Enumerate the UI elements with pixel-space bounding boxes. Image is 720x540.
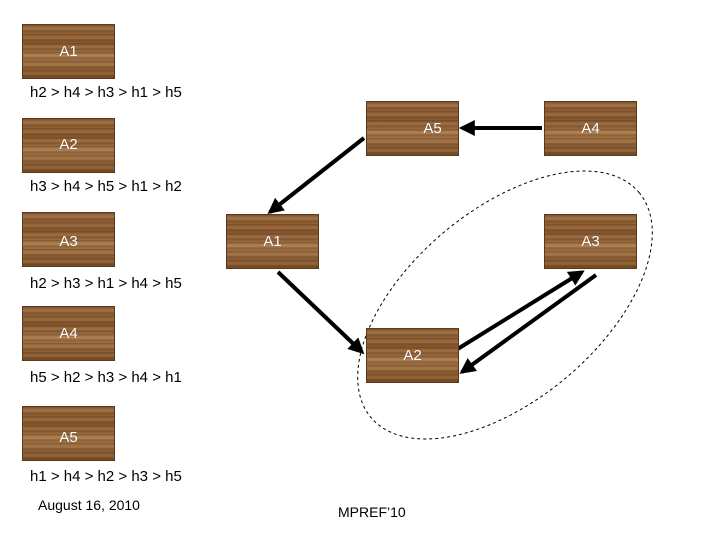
agent-label: A4 — [59, 325, 78, 342]
node-label: A4 — [581, 120, 600, 137]
arrow-a2-to-a3 — [454, 270, 585, 352]
arrow-a5-to-a1 — [267, 136, 366, 214]
node-a4: A4 — [544, 101, 637, 156]
agent-box-a1: A1 — [22, 24, 115, 79]
arrow-a3-to-a2 — [459, 273, 598, 374]
cycle-ellipse — [357, 170, 653, 440]
arrow-a1-to-a2 — [276, 270, 365, 355]
agent-preference-a2: h3 > h4 > h5 > h1 > h2 — [30, 178, 182, 195]
agent-label: A1 — [59, 43, 78, 60]
node-a2: A2 — [366, 328, 459, 383]
footer-event: MPREF’10 — [338, 504, 406, 520]
agent-box-a3: A3 — [22, 212, 115, 267]
agent-preference-a1: h2 > h4 > h3 > h1 > h5 — [30, 84, 182, 101]
agent-label: A5 — [59, 429, 78, 446]
node-label: A5 — [423, 120, 442, 137]
agent-label: A2 — [59, 136, 78, 153]
node-label: A3 — [581, 233, 600, 250]
node-a1: A1 — [226, 214, 319, 269]
node-label: A1 — [263, 233, 282, 250]
node-a5: A5 — [366, 101, 459, 156]
agent-preference-a4: h5 > h2 > h3 > h4 > h1 — [30, 369, 182, 386]
agent-preference-a5: h1 > h4 > h2 > h3 > h5 — [30, 468, 182, 485]
agent-box-a5: A5 — [22, 406, 115, 461]
node-a3: A3 — [544, 214, 637, 269]
agent-box-a4: A4 — [22, 306, 115, 361]
agent-preference-a3: h2 > h3 > h1 > h4 > h5 — [30, 275, 182, 292]
agent-box-a2: A2 — [22, 118, 115, 173]
node-label: A2 — [403, 347, 422, 364]
footer-date: August 16, 2010 — [38, 497, 140, 513]
agent-label: A3 — [59, 233, 78, 250]
